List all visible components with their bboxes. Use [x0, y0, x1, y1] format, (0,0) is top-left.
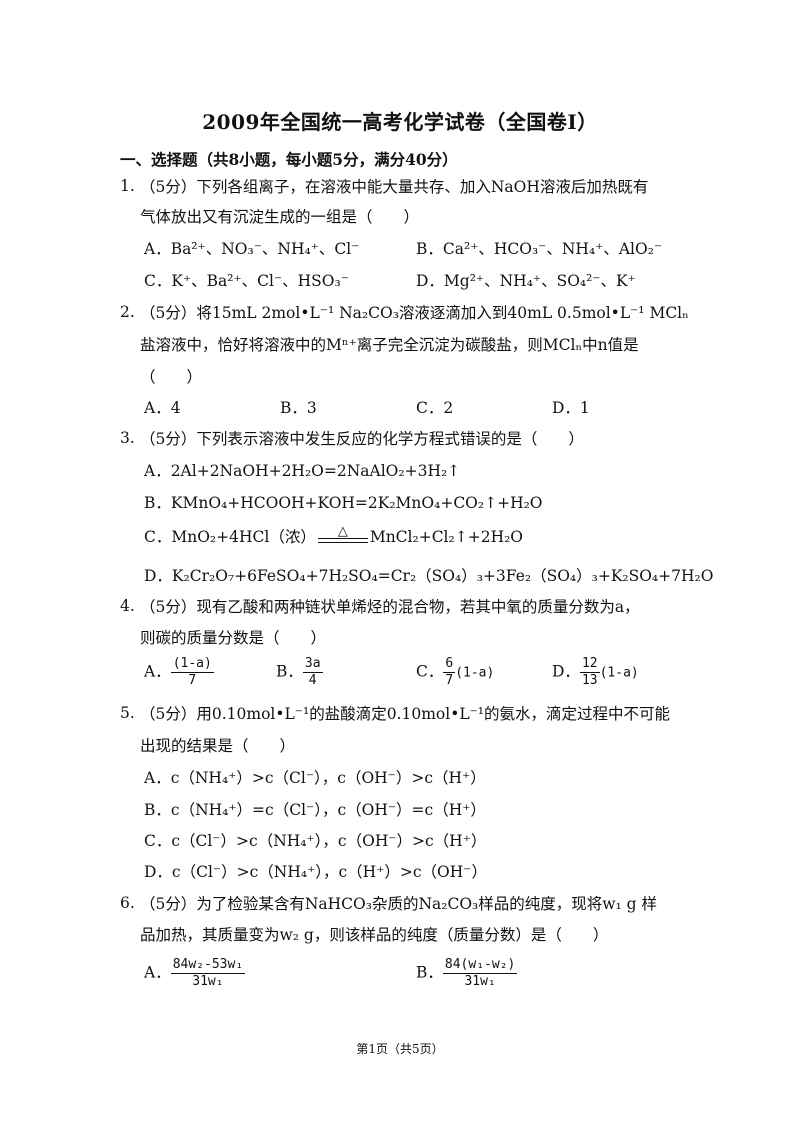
question-2-option-d[interactable]: D．1	[552, 399, 590, 417]
question-5-option-b[interactable]: B．c（NH₄⁺）=c（Cl⁻），c（OH⁻）=c（H⁺）	[144, 801, 486, 819]
question-number: 1.	[120, 177, 135, 195]
fraction: 84(w₁-w₂)31w₁	[442, 957, 518, 989]
section-heading: 一、选择题（共8小题，每小题5分，满分40分）	[120, 150, 458, 169]
question-1-option-b[interactable]: B．Ca²⁺、HCO₃⁻、NH₄⁺、AlO₂⁻	[416, 240, 663, 258]
question-number: 3.	[120, 429, 135, 447]
question-number: 5.	[120, 704, 135, 722]
question-4-option-a[interactable]: A．(1-a)7	[144, 656, 214, 689]
question-number: 4.	[120, 597, 135, 615]
question-3-option-c[interactable]: C．MnO₂+4HCl（浓） △ MnCl₂+Cl₂↑+2H₂O	[144, 524, 524, 548]
question-2-stem-line3: （ ）	[140, 368, 203, 386]
question-3-option-d[interactable]: D．K₂Cr₂O₇+6FeSO₄+7H₂SO₄=Cr₂（SO₄）₃+3Fe₂（S…	[144, 567, 714, 585]
question-1-option-c[interactable]: C．K⁺、Ba²⁺、Cl⁻、HSO₃⁻	[144, 272, 349, 290]
question-2-option-c[interactable]: C．2	[416, 399, 454, 417]
question-4-stem-line1: （5分）现有乙酸和两种链状单烯烃的混合物，若其中氧的质量分数为a，	[140, 598, 640, 616]
option-c-products: MnCl₂+Cl₂↑+2H₂O	[369, 528, 524, 546]
question-3-option-b[interactable]: B．KMnO₄+HCOOH+KOH=2K₂MnO₄+CO₂↑+H₂O	[144, 494, 543, 512]
heating-condition-sign: △	[316, 524, 370, 548]
question-number: 2.	[120, 303, 135, 321]
question-1-stem-line1: （5分）下列各组离子，在溶液中能大量共存、加入NaOH溶液后加热既有	[140, 178, 649, 196]
option-label: B．	[416, 963, 443, 982]
question-2-stem-line2: 盐溶液中，恰好将溶液中的Mⁿ⁺离子完全沉淀为碳酸盐，则MClₙ中n值是	[140, 336, 639, 354]
question-6-option-b[interactable]: B．84(w₁-w₂)31w₁	[416, 957, 518, 990]
option-c-reactants: C．MnO₂+4HCl（浓）	[144, 528, 316, 546]
question-1-stem-line2: 气体放出又有沉淀生成的一组是（ ）	[140, 208, 420, 226]
question-2-option-a[interactable]: A．4	[144, 399, 181, 417]
question-1-option-d[interactable]: D．Mg²⁺、NH₄⁺、SO₄²⁻、K⁺	[416, 272, 636, 290]
question-2-stem-line1: （5分）将15mL 2mol•L⁻¹ Na₂CO₃溶液逐滴加入到40mL 0.5…	[140, 304, 689, 322]
question-number: 6.	[120, 894, 135, 912]
option-label: B．	[276, 662, 303, 681]
option-label: A．	[144, 662, 171, 681]
question-5-option-d[interactable]: D．c（Cl⁻）>c（NH₄⁺），c（H⁺）>c（OH⁻）	[144, 863, 487, 881]
question-5-stem-line1: （5分）用0.10mol•L⁻¹的盐酸滴定0.10mol•L⁻¹的氨水，滴定过程…	[140, 705, 671, 723]
option-label: A．	[144, 963, 171, 982]
question-3-stem-line1: （5分）下列表示溶液中发生反应的化学方程式错误的是（ ）	[140, 430, 584, 448]
question-5-option-a[interactable]: A．c（NH₄⁺）>c（Cl⁻），c（OH⁻）>c（H⁺）	[144, 769, 486, 787]
question-6-stem-line1: （5分）为了检验某含有NaHCO₃杂质的Na₂CO₃样品的纯度，现将w₁ g 样	[140, 895, 658, 913]
option-label: C．	[416, 662, 444, 681]
question-3-option-a[interactable]: A．2Al+2NaOH+2H₂O=2NaAlO₂+3H₂↑	[144, 462, 461, 480]
option-label: D．	[552, 662, 580, 681]
heat-triangle-icon: △	[337, 524, 348, 539]
question-5-option-c[interactable]: C．c（Cl⁻）>c（NH₄⁺），c（OH⁻）>c（H⁺）	[144, 832, 487, 850]
question-2-option-b[interactable]: B．3	[280, 399, 317, 417]
page-title: 2009年全国统一高考化学试卷（全国卷I）	[202, 110, 598, 134]
fraction-factor: (1-a)	[599, 665, 639, 681]
fraction: (1-a)7	[170, 656, 214, 688]
question-5-stem-line2: 出现的结果是（ ）	[140, 737, 296, 755]
question-4-stem-line2: 则碳的质量分数是（ ）	[140, 629, 327, 647]
question-1-option-a[interactable]: A．Ba²⁺、NO₃⁻、NH₄⁺、Cl⁻	[144, 240, 360, 258]
question-6-stem-line2: 品加热，其质量变为w₂ g，则该样品的纯度（质量分数）是（ ）	[140, 926, 609, 944]
fraction-factor: (1-a)	[455, 665, 495, 681]
page-footer: 第1页（共5页）	[356, 1042, 444, 1056]
